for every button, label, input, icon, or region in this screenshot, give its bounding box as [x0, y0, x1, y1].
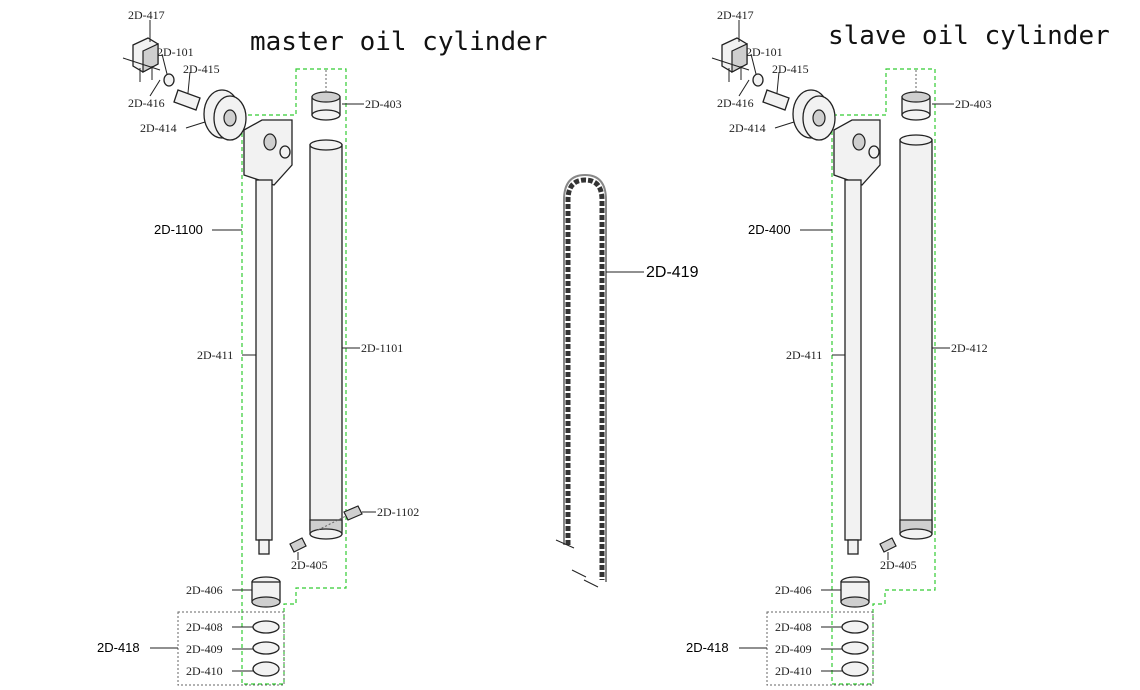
- label-403: 2D-403: [365, 97, 402, 111]
- slave-part-409-seal: [841, 641, 869, 655]
- slave-part-414-pulley: [792, 89, 836, 141]
- slave-label-411: 2D-411: [786, 348, 822, 362]
- master-clevis-head: [243, 119, 293, 186]
- slave-clevis-head: [833, 119, 881, 186]
- master-cylinder-tube: [309, 139, 343, 540]
- slave-label-405: 2D-405: [880, 558, 917, 572]
- part-417-bracket: [122, 37, 161, 82]
- label-master-fitting: 2D-1102: [377, 505, 419, 519]
- label-409: 2D-409: [186, 642, 223, 656]
- slave-label-101: 2D-101: [746, 45, 783, 59]
- part-406-piston: [251, 576, 281, 608]
- slave-part-415-pin: [762, 89, 790, 111]
- part-410-seal: [252, 661, 280, 677]
- slave-label-410: 2D-410: [775, 664, 812, 678]
- label-417: 2D-417: [128, 8, 165, 22]
- slave-piston-rod: [844, 179, 862, 555]
- slave-part-408-seal: [841, 620, 869, 634]
- label-418: 2D-418: [97, 640, 140, 655]
- part-414-pulley: [203, 89, 247, 141]
- label-411: 2D-411: [197, 348, 233, 362]
- slave-part-410-seal: [841, 661, 869, 677]
- label-slave-tube: 2D-412: [951, 341, 988, 355]
- label-master-tube: 2D-1101: [361, 341, 403, 355]
- part-408-seal: [252, 620, 280, 634]
- master-piston-rod: [255, 179, 273, 555]
- slave-cylinder-tube: [899, 134, 933, 540]
- slave-label-417: 2D-417: [717, 8, 754, 22]
- part-419-chain: 2D-419: [555, 173, 699, 588]
- slave-part-417-bracket: [711, 37, 750, 82]
- part-403-gland: [311, 70, 341, 121]
- part-415-pin: [173, 89, 201, 111]
- label-406: 2D-406: [186, 583, 223, 597]
- slave-part-403-gland: [901, 70, 931, 121]
- slave-label-418: 2D-418: [686, 640, 729, 655]
- slave-label-403: 2D-403: [955, 97, 992, 111]
- slave-label-416: 2D-416: [717, 96, 754, 110]
- part-409-seal: [252, 641, 280, 655]
- slave-part-406-piston: [840, 576, 870, 608]
- master-cylinder-title: master oil cylinder: [250, 27, 547, 57]
- slave-cylinder-title: slave oil cylinder: [828, 21, 1110, 51]
- label-415: 2D-415: [183, 62, 220, 76]
- slave-label-409: 2D-409: [775, 642, 812, 656]
- slave-label-414: 2D-414: [729, 121, 766, 135]
- label-405: 2D-405: [291, 558, 328, 572]
- label-slave-assembly: 2D-400: [748, 222, 791, 237]
- slave-label-406: 2D-406: [775, 583, 812, 597]
- part-405-fitting: [289, 537, 307, 553]
- part-101-ring: [163, 73, 175, 87]
- slave-part-405-fitting: [879, 537, 897, 553]
- slave-cylinder-assembly: 2D-417 2D-101 2D-415 2D-416 2D-414 2D-40…: [686, 8, 992, 686]
- master-cylinder-assembly: 2D-417 2D-101 2D-415 2D-416 2D-414 2D-40…: [97, 8, 419, 686]
- label-410: 2D-410: [186, 664, 223, 678]
- label-414: 2D-414: [140, 121, 177, 135]
- part-1102-fitting: [317, 505, 363, 531]
- label-416: 2D-416: [128, 96, 165, 110]
- slave-label-415: 2D-415: [772, 62, 809, 76]
- slave-label-408: 2D-408: [775, 620, 812, 634]
- label-101: 2D-101: [157, 45, 194, 59]
- label-408: 2D-408: [186, 620, 223, 634]
- label-master-assembly: 2D-1100: [154, 222, 203, 237]
- slave-part-101-ring: [752, 73, 764, 87]
- label-419: 2D-419: [646, 264, 699, 281]
